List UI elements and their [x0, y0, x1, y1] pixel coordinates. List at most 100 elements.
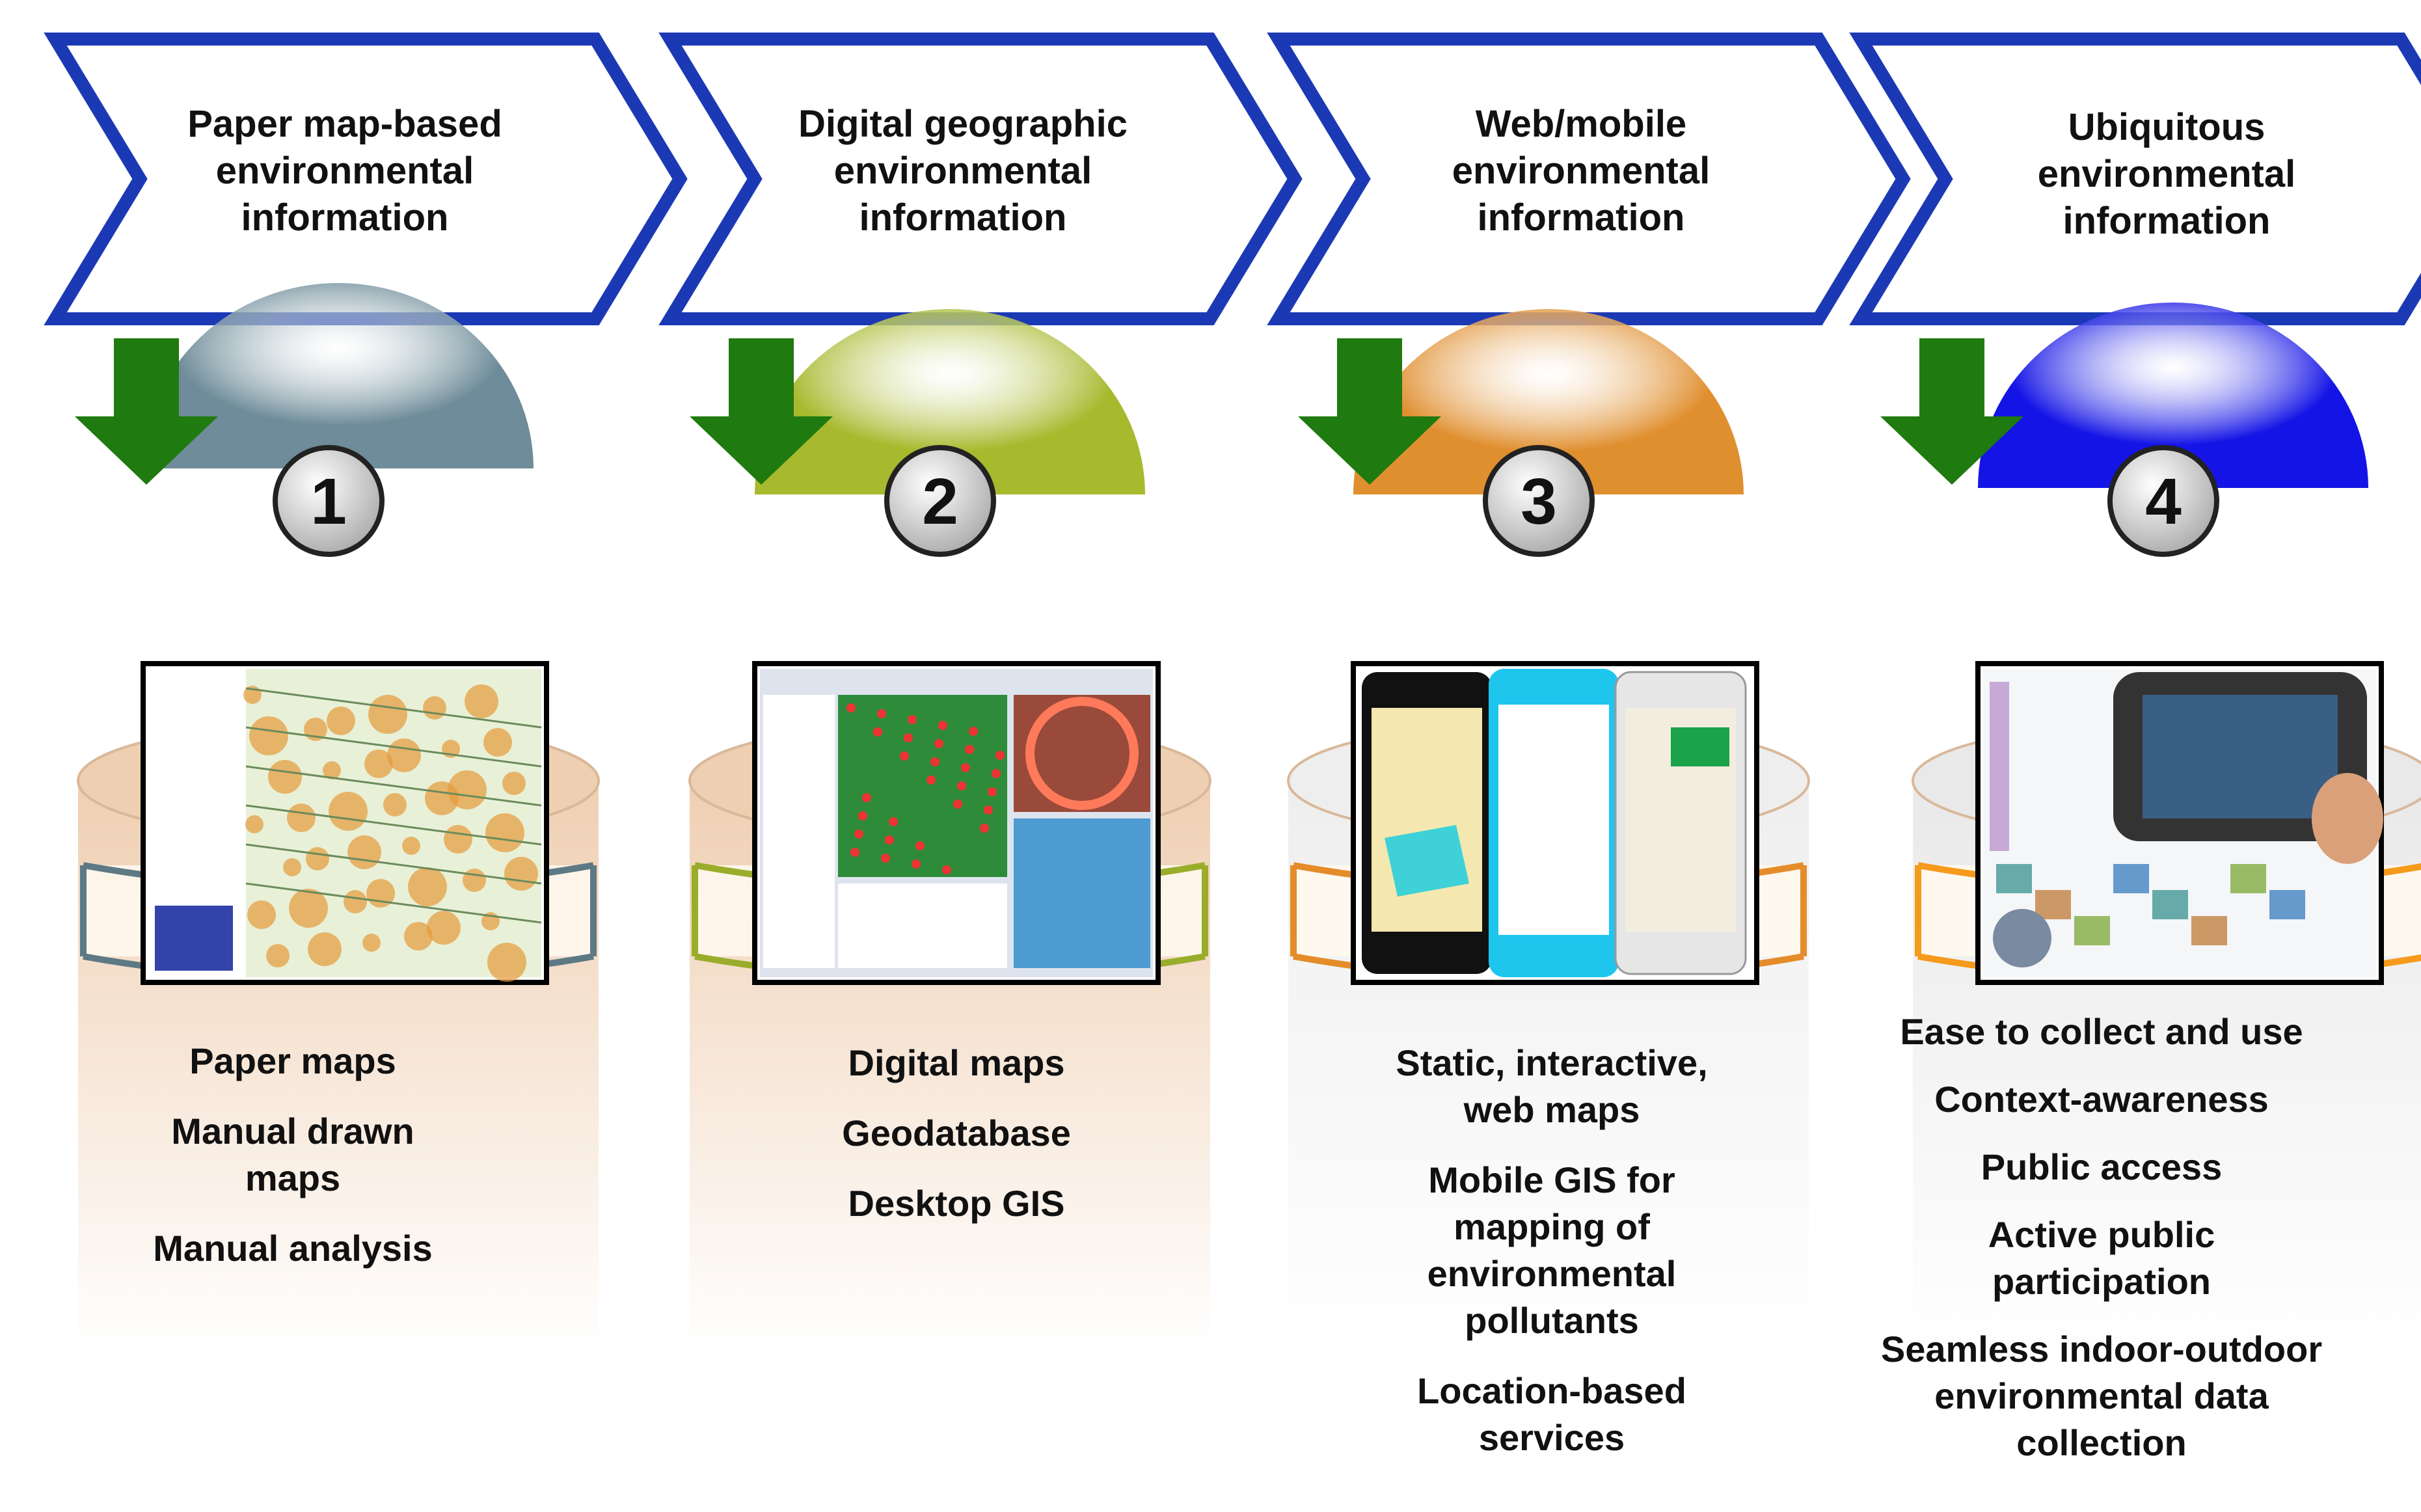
map-patch — [266, 944, 290, 967]
stage-number: 3 — [1521, 465, 1557, 538]
stage-dome — [1353, 309, 1744, 494]
chevron-label-1: Paper map-based environmental informatio… — [187, 103, 502, 239]
gis-point — [850, 848, 859, 857]
chevron-4 — [1849, 33, 2421, 325]
collage-photo — [2269, 890, 2305, 919]
stage-4-item: Context-awareness — [1934, 1079, 2269, 1120]
stage-number: 4 — [2145, 465, 2182, 538]
chevron-1 — [44, 33, 688, 325]
stage-4-item: Active public participation — [1988, 1214, 2215, 1302]
map-patch — [268, 760, 302, 794]
gis-point — [953, 800, 962, 809]
gis-point — [904, 733, 913, 742]
map-road — [245, 726, 542, 768]
gis-point — [862, 793, 871, 802]
stage-1-items: Paper maps Manual drawn maps Manual anal… — [7, 1038, 579, 1295]
gis-point — [889, 817, 898, 826]
stage-2-item: Geodatabase — [842, 1113, 1071, 1154]
phone-map-green — [1671, 727, 1729, 766]
stage-2-item: Desktop GIS — [848, 1183, 1065, 1224]
collage-photo — [1996, 864, 2032, 893]
gis-table — [838, 884, 1007, 968]
down-arrow-icon — [1880, 338, 2023, 485]
gis-point — [926, 776, 936, 785]
gis-map-blue — [1014, 818, 1150, 968]
gis-point — [915, 841, 925, 850]
phone-cyan-screen — [1498, 705, 1609, 935]
map-patch — [289, 889, 328, 928]
number-badge — [884, 445, 996, 557]
number-badge — [2107, 445, 2219, 557]
stage-dome — [755, 309, 1145, 494]
collage-photo — [2191, 916, 2227, 945]
gis-point — [854, 830, 863, 839]
map-patch — [423, 696, 446, 720]
map-patch — [448, 770, 487, 809]
ubiquitous-collage-image-content — [1983, 669, 2383, 977]
chevron-label-3: Web/mobile environmental information — [1452, 103, 1711, 239]
stage-4-items: Ease to collect and use Context-awarenes… — [1815, 1008, 2388, 1490]
map-patch — [504, 857, 538, 891]
handheld-screen — [2143, 695, 2338, 818]
map-patch — [502, 772, 526, 795]
map-patch — [329, 792, 368, 831]
gis-point — [930, 757, 940, 766]
stage-4-item: Seamless indoor-outdoor environmental da… — [1880, 1329, 2323, 1463]
stage-dome — [1978, 303, 2368, 488]
map-road — [245, 804, 542, 846]
hand-shape — [2312, 773, 2383, 864]
map-patch — [383, 793, 407, 817]
stage-4-item: Public access — [1981, 1146, 2223, 1187]
gis-point — [992, 769, 1001, 778]
map-patch — [308, 932, 342, 966]
map-patch — [287, 803, 316, 832]
map-patch — [327, 707, 355, 735]
collage-photo — [2230, 864, 2266, 893]
stage-dome — [143, 283, 534, 468]
map-patch — [347, 835, 381, 869]
stage-3-item: Location-based services — [1417, 1370, 1686, 1458]
paper-map-image-content — [148, 669, 542, 982]
map-patch — [465, 684, 498, 718]
stage-number: 2 — [922, 465, 958, 538]
gis-point — [877, 709, 886, 718]
number-badge — [273, 445, 385, 557]
stage-4-item: Ease to collect and use — [1900, 1011, 2303, 1052]
map-patch — [368, 695, 407, 734]
gis-buffer-ring — [1025, 697, 1139, 810]
gis-point — [873, 727, 882, 736]
map-patch — [463, 869, 486, 892]
desktop-gis-screenshot-content — [760, 669, 1153, 977]
gis-point — [995, 751, 1005, 760]
map-patch — [364, 749, 393, 778]
chevron-label-4: Ubiquitous environmental information — [2037, 106, 2296, 242]
collage-person — [1993, 909, 2051, 967]
gis-point — [846, 703, 856, 712]
map-patch — [404, 922, 433, 951]
gis-point — [957, 781, 966, 790]
gis-point — [912, 859, 921, 869]
collage-bar — [1990, 682, 2009, 851]
gis-point — [969, 727, 978, 736]
map-patch — [387, 738, 421, 772]
map-road — [245, 882, 542, 924]
gis-buffer-panel — [1014, 695, 1150, 812]
map-patch — [408, 867, 447, 906]
gis-point — [938, 721, 947, 730]
down-arrow-icon — [75, 338, 218, 485]
map-patch — [402, 837, 420, 855]
stage-1-item: Manual drawn maps — [171, 1111, 414, 1198]
collage-photo — [2074, 916, 2110, 945]
map-patch — [427, 911, 461, 945]
map-patch — [249, 716, 288, 755]
gis-point — [965, 745, 974, 754]
chevron-2 — [658, 33, 1303, 325]
stage-2-items: Digital maps Geodatabase Desktop GIS — [670, 1040, 1243, 1250]
map-patch — [344, 890, 367, 913]
phone-black-screen — [1372, 708, 1482, 932]
map-patch — [485, 813, 524, 852]
map-road — [245, 843, 542, 885]
